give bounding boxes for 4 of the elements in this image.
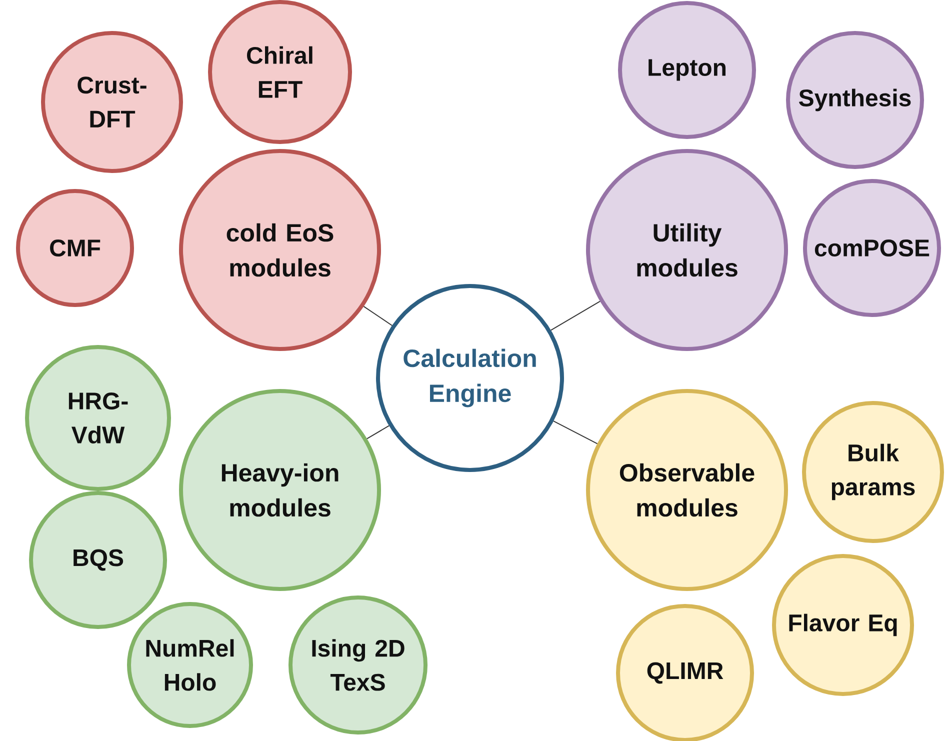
connector-line	[366, 425, 390, 440]
connector-line	[363, 306, 393, 326]
connector-line	[553, 420, 598, 444]
connector-line	[550, 300, 601, 331]
